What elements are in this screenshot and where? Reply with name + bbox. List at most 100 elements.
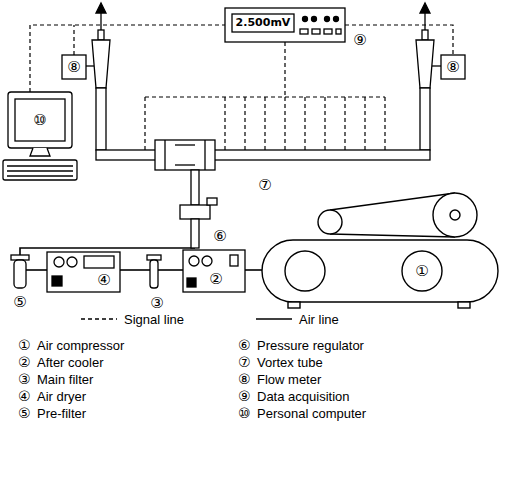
data-acquisition-unit — [225, 8, 345, 42]
signal-line — [264, 97, 265, 150]
personal-computer — [3, 92, 77, 180]
air-line — [158, 269, 183, 271]
callout-number: ③ — [149, 295, 164, 312]
personal-computer — [3, 160, 77, 180]
air-line — [26, 269, 47, 271]
air-dryer — [47, 252, 120, 292]
callout-number: ⑥ — [238, 338, 251, 353]
personal-computer — [7, 170, 73, 171]
air-compressor — [318, 210, 342, 234]
part-name: Vortex tube — [257, 356, 323, 370]
air-compressor — [450, 210, 460, 220]
part-name: Data acquisition — [257, 390, 350, 404]
pressure-regulator — [191, 170, 199, 205]
air-compressor — [285, 251, 325, 291]
air-dryer — [54, 257, 64, 267]
display-reading: 2.500mV — [235, 17, 292, 29]
pre-filter — [11, 255, 29, 288]
air-line — [245, 269, 262, 271]
legend-item: Air line — [255, 310, 339, 328]
signal-line — [224, 97, 225, 150]
signal-line — [344, 97, 345, 150]
flow-meter — [86, 65, 94, 66]
air-compressor — [330, 234, 455, 237]
data-acquisition-unit — [334, 17, 339, 22]
flow-meter — [62, 55, 86, 79]
legend-item: Signal line — [80, 310, 184, 328]
pre-filter — [11, 255, 29, 260]
callout-number: ⑩ — [238, 406, 251, 421]
after-cooler — [202, 256, 212, 266]
air-compressor — [402, 251, 442, 291]
part-name: Pre-filter — [37, 407, 86, 421]
callout-number: ⑩ — [32, 112, 47, 129]
air-compressor — [433, 193, 477, 237]
after-cooler — [183, 250, 245, 292]
after-cooler — [187, 278, 196, 287]
pressure-regulator — [191, 219, 199, 248]
pressure-regulator — [207, 198, 217, 205]
line-sample — [81, 318, 117, 319]
vortex-tube — [204, 140, 205, 170]
part-name: Pressure regulator — [257, 339, 364, 353]
callout-number: ④ — [18, 389, 31, 404]
vortex-tube — [175, 144, 195, 145]
callout-number: ⑤ — [12, 294, 27, 311]
air-dryer — [67, 257, 77, 267]
after-cooler — [183, 250, 245, 292]
air-compressor — [288, 302, 300, 308]
signal-line — [324, 97, 325, 150]
flow-meter — [98, 30, 104, 40]
after-cooler — [230, 255, 238, 266]
flow-meter — [422, 30, 428, 40]
data-acquisition-unit — [312, 17, 317, 22]
flow-meter — [96, 88, 106, 150]
callout-number: ④ — [96, 272, 111, 289]
signal-line — [345, 25, 453, 55]
signal-line — [244, 97, 245, 150]
air-compressor — [262, 240, 498, 302]
data-acquisition-unit — [325, 17, 330, 22]
flow-meter — [420, 3, 430, 13]
air-compressor — [262, 193, 498, 308]
personal-computer — [15, 99, 65, 141]
callout-number: ⑨ — [352, 32, 367, 49]
legend-text: Signal line — [124, 312, 184, 327]
vortex-tube — [164, 140, 165, 170]
signal-line — [144, 97, 145, 150]
air-dryer — [47, 252, 120, 292]
personal-computer — [8, 92, 72, 148]
flow-meter — [92, 40, 110, 88]
main-filter — [147, 255, 161, 260]
legend-text: Air line — [299, 312, 339, 327]
vortex-tube — [175, 164, 195, 165]
after-cooler — [189, 256, 199, 266]
data-acquisition-unit — [300, 29, 308, 34]
personal-computer — [7, 165, 73, 166]
signal-line-sample — [80, 314, 118, 324]
personal-computer — [30, 148, 50, 156]
main-filter — [147, 255, 161, 288]
callout-number: ⑧ — [445, 59, 460, 76]
signal-line — [30, 25, 225, 92]
part-name: Air dryer — [37, 390, 86, 404]
vortex-tube — [155, 140, 215, 170]
flow-meter — [96, 3, 106, 13]
flow-meter — [62, 3, 465, 150]
signal-line — [73, 25, 74, 55]
callout-number: ② — [18, 355, 31, 370]
flow-meter — [432, 65, 441, 66]
callout-number: ⑤ — [18, 406, 31, 421]
air-line-sample — [255, 314, 293, 324]
part-name: After cooler — [37, 356, 103, 370]
main-filter — [150, 260, 158, 288]
callout-number: ⑦ — [257, 177, 272, 194]
signal-line — [364, 97, 365, 150]
air-compressor — [458, 302, 470, 308]
signal-line — [304, 97, 305, 150]
part-name: Flow meter — [257, 373, 321, 387]
data-acquisition-unit — [225, 8, 345, 42]
flow-meter — [441, 55, 465, 79]
vortex-tube — [96, 150, 430, 160]
data-acquisition-unit — [312, 29, 320, 34]
